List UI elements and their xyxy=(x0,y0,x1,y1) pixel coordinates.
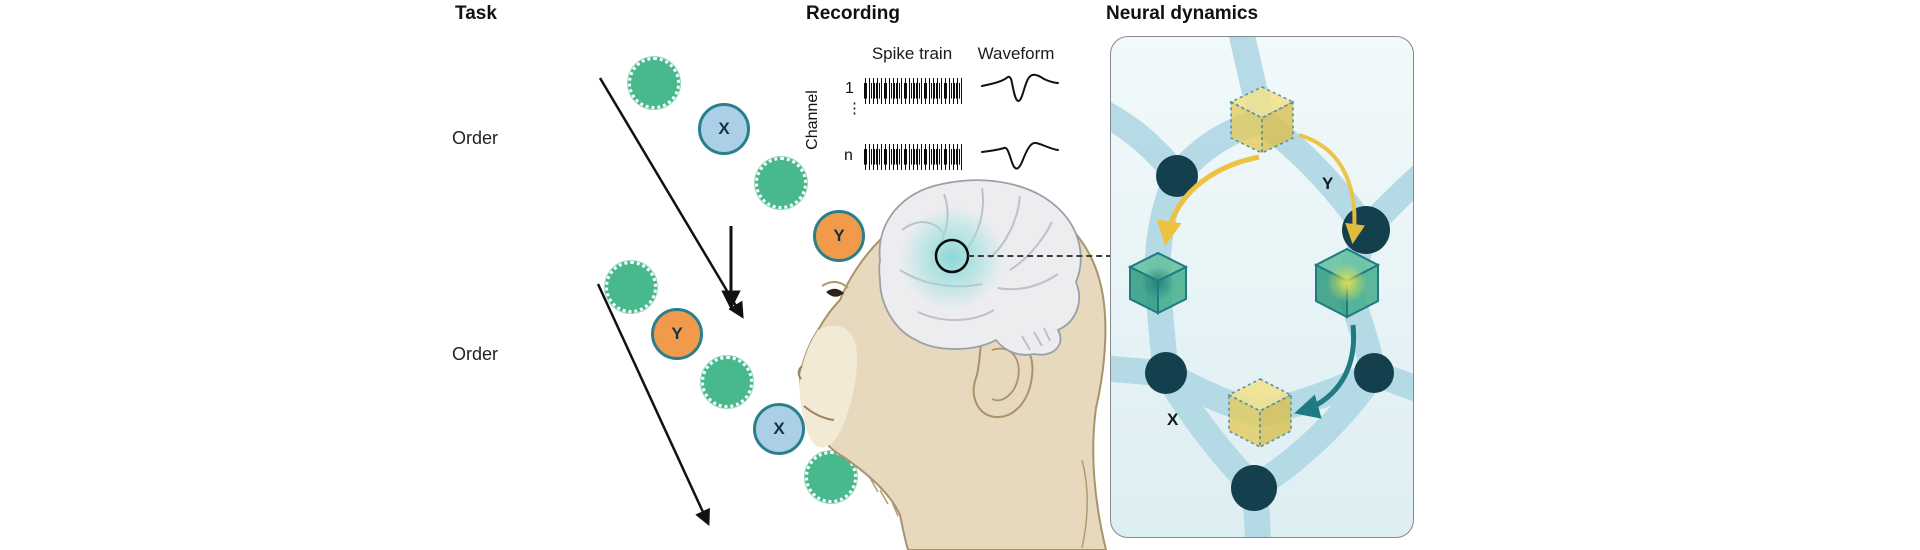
monkey-eye xyxy=(826,288,844,297)
waveform-trace-1 xyxy=(981,73,1059,102)
arrow-teal-right-to-bottom xyxy=(1294,324,1357,419)
seq2-item-distractor-1 xyxy=(605,261,657,313)
waveform-label: Waveform xyxy=(977,44,1055,63)
channel-ellipsis: ⋮ xyxy=(847,100,862,117)
spike-train-channel-1 xyxy=(864,78,962,104)
monkey-nostril xyxy=(797,365,803,380)
order-label-2: Order xyxy=(452,344,499,364)
recording-panel-title: Recording xyxy=(806,3,900,24)
waveform-channel-n xyxy=(981,141,1059,170)
cube-yellow-top xyxy=(1229,86,1295,155)
task-panel-title: Task xyxy=(455,3,497,24)
cube-green-left xyxy=(1127,251,1189,315)
channel-number-last: n xyxy=(844,147,853,164)
waveform-channel-1 xyxy=(981,73,1059,102)
monkey-brow-line xyxy=(821,281,849,289)
monkey-illustration xyxy=(797,179,1108,550)
neural-label-x: X xyxy=(1167,410,1179,429)
arrow-yellow-top-to-left xyxy=(1156,154,1260,246)
seq1-item-x: X xyxy=(698,103,750,155)
order-arrow-1 xyxy=(598,77,744,319)
seq1-item-distractor-1 xyxy=(628,57,680,109)
seq2-item-x: X xyxy=(753,403,805,455)
seq1-item-distractor-2 xyxy=(755,157,807,209)
recording-site-pointer-line xyxy=(968,255,1112,257)
task-arrows-graphic xyxy=(596,77,744,526)
channel-axis-label: Channel xyxy=(804,90,821,150)
cube-yellow-bottom xyxy=(1227,378,1293,449)
cube-green-right xyxy=(1313,247,1381,319)
neural-label-y: Y xyxy=(1322,174,1334,193)
neural-dynamics-panel xyxy=(1110,36,1414,538)
order-label-1: Order xyxy=(452,128,499,148)
seq2-item-distractor-2 xyxy=(701,356,753,408)
neural-network-graphic xyxy=(1111,37,1413,537)
seq2-item-y: Y xyxy=(651,308,703,360)
recording-site-glow xyxy=(900,206,1004,310)
spike-train-channel-n xyxy=(864,144,962,170)
arrow-yellow-top-to-right xyxy=(1298,133,1366,244)
spike-train-label: Spike train xyxy=(871,44,953,63)
seq1-item-y: Y xyxy=(813,210,865,262)
order-arrow-2 xyxy=(596,283,710,526)
monkey-mouth xyxy=(803,405,835,421)
network-nodes xyxy=(1145,155,1394,511)
monkey-muzzle xyxy=(799,325,858,448)
monkey-fur-strokes xyxy=(869,459,1088,549)
waveform-trace-n xyxy=(981,141,1059,170)
channel-number-first: 1 xyxy=(845,80,854,97)
neural-dynamics-panel-title: Neural dynamics xyxy=(1106,3,1259,24)
